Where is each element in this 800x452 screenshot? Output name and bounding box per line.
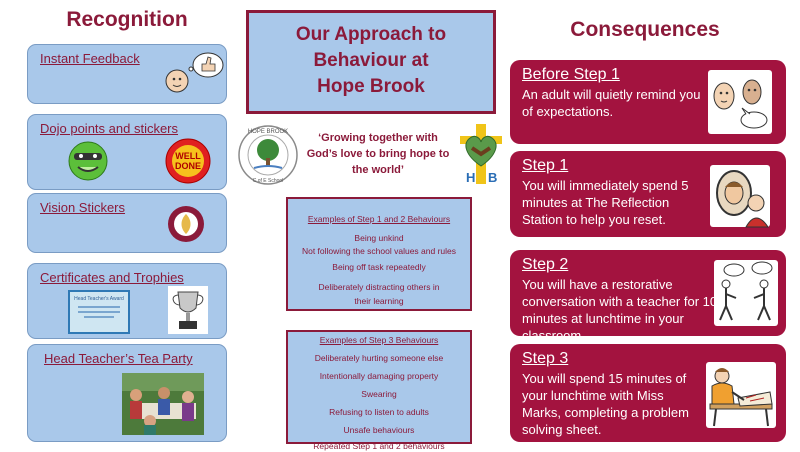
quiet-reminder-icon — [708, 70, 772, 134]
well-done-sticker-icon: WELL DONE — [165, 138, 211, 184]
step-3-text: You will spend 15 minutes of your luncht… — [522, 371, 689, 437]
recognition-heading: Recognition — [66, 8, 188, 31]
recognition-instant-feedback: Instant Feedback — [27, 44, 227, 104]
example-item: Being unkind — [354, 233, 404, 243]
recognition-tea-party: Head Teacher’s Tea Party — [27, 344, 227, 442]
school-badge-top-text: HOPE BROOK — [248, 129, 288, 135]
dojo-monster-icon — [68, 141, 108, 181]
svg-text:DONE: DONE — [175, 161, 201, 171]
step-before-1-title: Before Step 1 — [522, 66, 620, 83]
example-item: Swearing — [361, 389, 397, 399]
consequences-heading: Consequences — [570, 18, 720, 41]
thumbs-up-thought-icon — [165, 52, 224, 93]
dojo-points-label: Dojo points and stickers — [40, 121, 179, 136]
svg-text:WELL: WELL — [175, 151, 201, 161]
title-box: Our Approach to Behaviour at Hope Brook — [246, 10, 496, 114]
restorative-conversation-icon — [714, 260, 778, 326]
step-2-title: Step 2 — [522, 256, 569, 273]
example-item: Unsafe behaviours — [343, 425, 415, 435]
step-1-title: Step 1 — [522, 157, 569, 174]
certificate-image: Head Teacher's Award — [68, 290, 130, 334]
example-item: Refusing to listen to adults — [329, 407, 429, 417]
examples-step-3-title: Examples of Step 3 Behaviours — [319, 335, 439, 345]
recognition-vision-stickers: Vision Stickers — [27, 193, 227, 253]
example-item: Deliberately hurting someone else — [314, 353, 444, 363]
step-3-title: Step 3 — [522, 350, 569, 367]
hb-heart-logo: H B — [460, 124, 502, 185]
school-badge-logo: HOPE BROOK C of E School — [238, 125, 298, 185]
example-item: Not following the school values and rule… — [301, 246, 457, 256]
school-badge-bottom-text: C of E School — [253, 178, 284, 184]
instant-feedback-label: Instant Feedback — [40, 51, 140, 66]
certificates-label: Certificates and Trophies — [40, 270, 184, 285]
tea-party-photo — [122, 373, 204, 435]
hb-letter-b: B — [488, 170, 497, 185]
step-2-text: You will have a restorative conversation… — [522, 277, 718, 343]
step-before-1-box: Before Step 1 An adult will quietly remi… — [510, 60, 786, 144]
vision-stickers-label: Vision Stickers — [40, 200, 126, 215]
title-line-1: Our Approach to — [295, 24, 447, 45]
title-line-2: Behaviour at — [313, 50, 429, 71]
vision-sticker-icon — [168, 206, 204, 242]
problem-solving-sheet-icon — [706, 362, 776, 428]
hb-letter-h: H — [466, 170, 475, 185]
example-item: Repeated Step 1 and 2 behaviours — [313, 441, 445, 451]
reflection-mirror-icon — [710, 165, 770, 228]
step-before-1-text: An adult will quietly remind you of expe… — [522, 87, 701, 119]
recognition-dojo-points: Dojo points and stickers WELL DONE — [27, 114, 227, 190]
example-item: Being off task repeatedly — [332, 262, 426, 272]
school-motto: ‘Growing together with God’s love to bri… — [306, 132, 450, 176]
step-1-box: Step 1 You will immediately spend 5 minu… — [510, 151, 786, 237]
tea-party-label: Head Teacher’s Tea Party — [44, 351, 193, 366]
examples-step-1-2-title: Examples of Step 1 and 2 Behaviours — [307, 214, 451, 224]
example-item: Deliberately distracting others in their… — [318, 282, 440, 306]
example-item: Intentionally damaging property — [319, 371, 439, 381]
step-1-text: You will immediately spend 5 minutes at … — [522, 178, 689, 227]
recognition-certificates: Certificates and Trophies Head Teacher's… — [27, 263, 227, 339]
step-2-box: Step 2 You will have a restorative conve… — [510, 250, 786, 343]
examples-step-3-box: Examples of Step 3 Behaviours Deliberate… — [286, 330, 472, 451]
examples-step-1-2-box: Examples of Step 1 and 2 Behaviours Bein… — [286, 197, 472, 311]
step-3-box: Step 3 You will spend 15 minutes of your… — [510, 344, 786, 442]
certificate-text: Head Teacher's Award — [74, 296, 124, 302]
title-line-3: Hope Brook — [317, 76, 425, 97]
trophy-icon — [168, 286, 208, 334]
